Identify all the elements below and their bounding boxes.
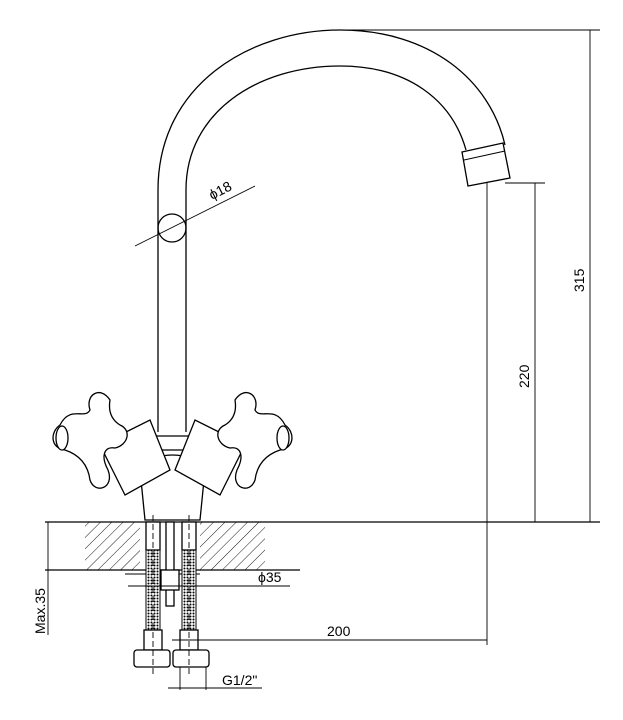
spout [157, 29, 511, 432]
countertop [45, 521, 600, 575]
supply-hoses [133, 515, 210, 675]
dimension-connection: G1/2" [168, 667, 262, 690]
left-handle [52, 391, 128, 489]
total-height-label: 315 [571, 268, 587, 292]
dimension-spout-height: 220 [505, 182, 545, 522]
faucet-body [99, 419, 246, 521]
pipe-diameter-label: ϕ18 [206, 178, 234, 203]
dimension-max-thickness: Max.35 [32, 522, 49, 635]
spout-height-label: 220 [516, 364, 532, 388]
dimension-spout-reach: 200 [172, 183, 488, 645]
max-thickness-label: Max.35 [32, 588, 48, 634]
right-handle [217, 391, 293, 489]
mount-hole-label: ϕ35 [258, 569, 282, 585]
connection-label: G1/2" [222, 672, 257, 688]
dimension-total-height: 315 [340, 29, 600, 522]
dimension-pipe-diameter: ϕ18 [134, 178, 256, 247]
dimension-mount-hole: ϕ35 [128, 569, 290, 587]
spout-reach-label: 200 [327, 623, 351, 639]
